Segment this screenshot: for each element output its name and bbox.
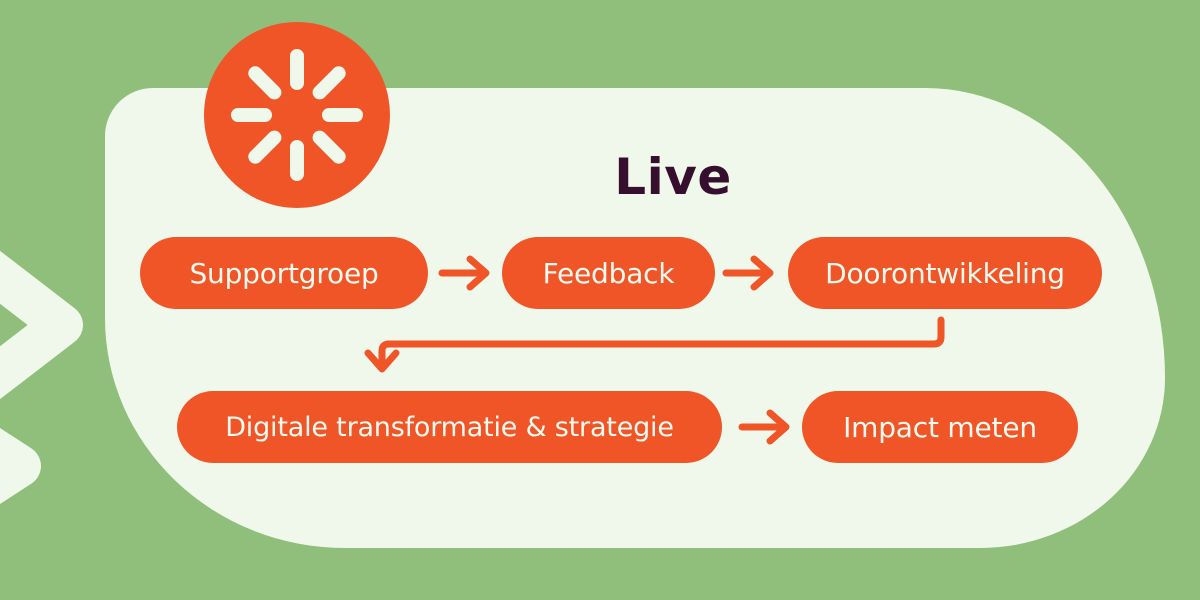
stage-pill-impact-meten: Impact meten xyxy=(802,391,1078,463)
flow-arrow-icon xyxy=(438,255,490,291)
loading-spinner-icon xyxy=(204,22,390,208)
flow-arrow-icon xyxy=(722,255,774,291)
stage-pill-doorontwikkeling: Doorontwikkeling xyxy=(788,237,1102,309)
stage-pill-supportgroep: Supportgroep xyxy=(140,237,428,309)
spinner-rays xyxy=(231,49,363,181)
brand-chevron-icon xyxy=(0,250,83,504)
stage-pill-digitale-transformatie: Digitale transformatie & strategie xyxy=(177,391,722,463)
phase-title: Live xyxy=(614,148,732,206)
stage-pill-feedback: Feedback xyxy=(502,237,715,309)
flow-arrow-icon xyxy=(738,409,790,445)
